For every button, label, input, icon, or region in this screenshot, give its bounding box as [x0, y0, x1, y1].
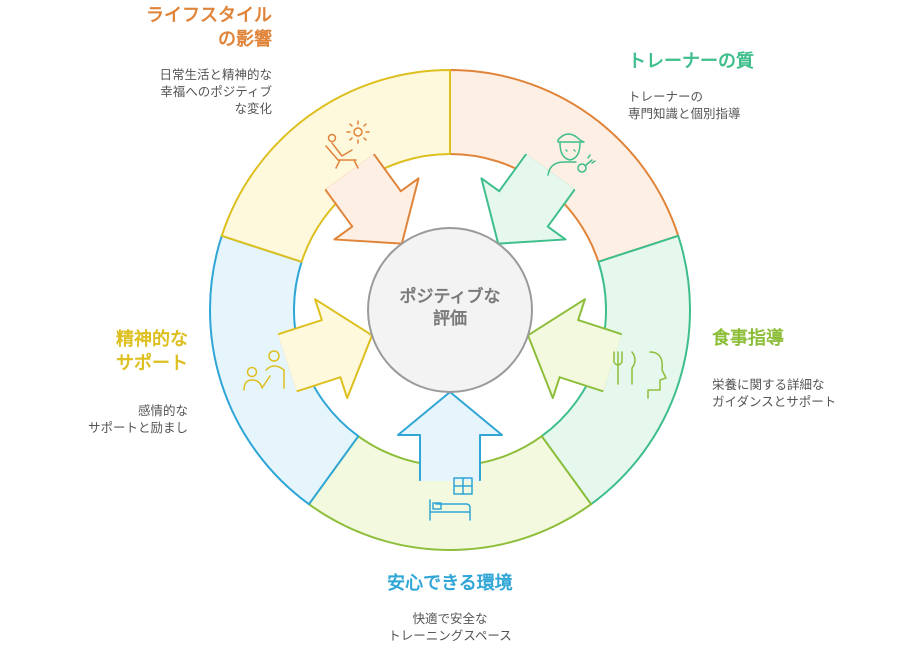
ring-segment-mental [220, 69, 451, 263]
ring-segment-lifestyle [449, 69, 680, 263]
arrow-shaft-fill-lifestyle [326, 154, 400, 226]
lifestyle-description: 日常生活と精神的な 幸福へのポジティブ な変化 [159, 67, 272, 116]
arrow-shaft-fill-diet [560, 321, 622, 391]
trainer-title: トレーナーの質 [628, 51, 754, 72]
diet-title: 食事指導 [712, 328, 784, 349]
mental-description: 感情的な サポートと励まし [87, 403, 188, 435]
relaxing-person-sun-icon [325, 120, 370, 169]
lifestyle-title: ライフスタイル の影響 [146, 5, 272, 50]
bed-building-icon [429, 477, 473, 521]
center-circle [367, 227, 533, 393]
arrow-shaft-fill-environment [421, 436, 479, 481]
diet-description: 栄養に関する詳細な ガイダンスとサポート [712, 377, 837, 409]
environment-description: 快適で安全な トレーニングスペース [388, 611, 512, 643]
arrow-shaft-fill-mental [278, 321, 340, 391]
fork-knife-head-icon [613, 351, 667, 399]
trainer-description: トレーナーの 専門知識と個別指導 [628, 89, 741, 121]
environment-title: 安心できる環境 [387, 573, 513, 594]
center-label-line1: ポジティブな [399, 287, 501, 307]
center-label-line2: 評価 [433, 309, 467, 329]
mental-title: 精神的な サポート [116, 329, 188, 374]
ring-segment-diet [307, 435, 593, 551]
trainer-whistle-icon [547, 133, 596, 176]
ring-segment-trainer [540, 234, 691, 506]
arrow-shaft-fill-trainer [500, 154, 574, 226]
support-people-icon [243, 350, 285, 391]
center-label: ポジティブな 評価 [370, 286, 530, 330]
